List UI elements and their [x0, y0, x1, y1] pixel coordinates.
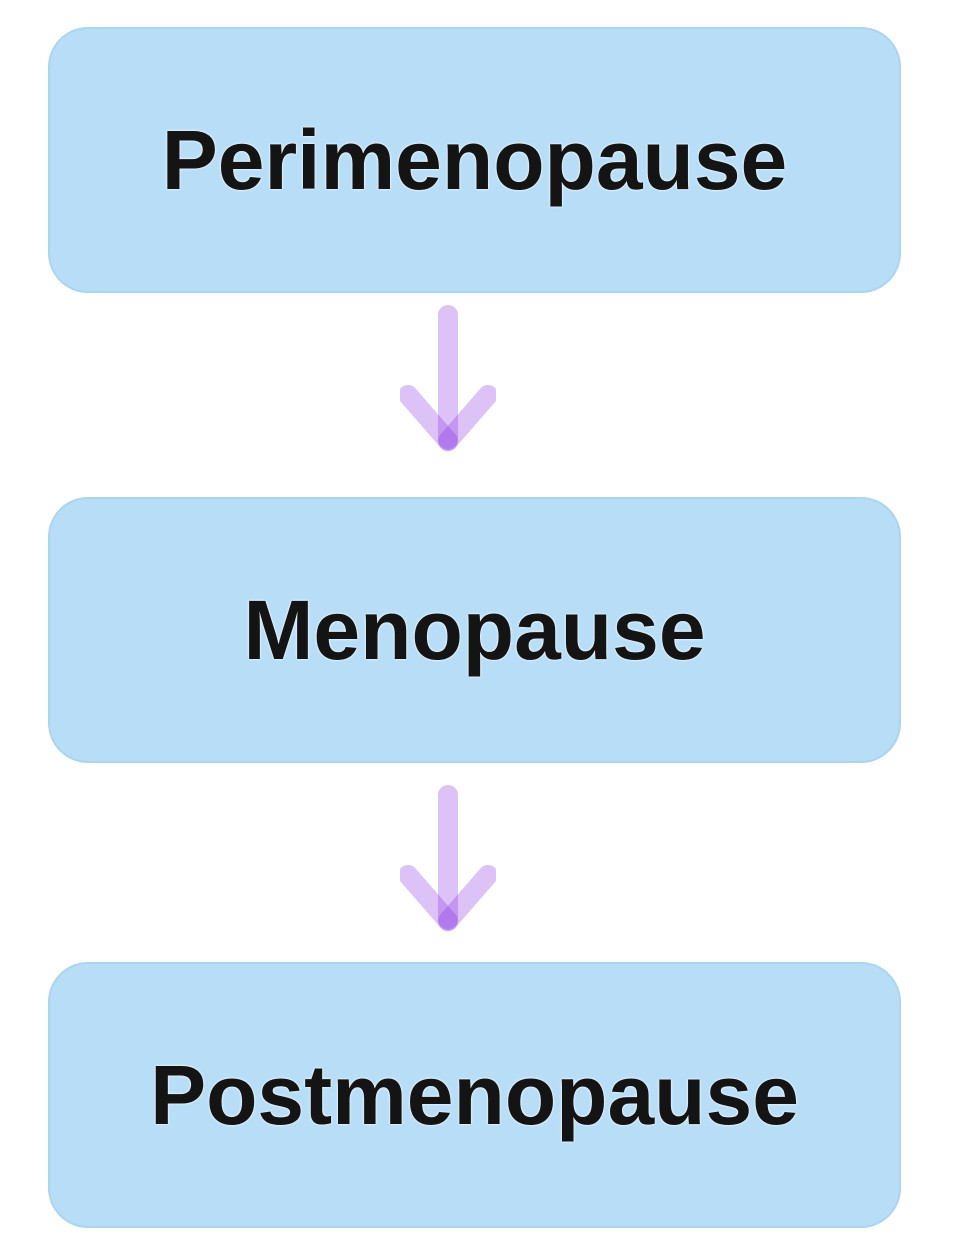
stage-box-menopause: Menopause	[48, 497, 901, 763]
stage-label-menopause: Menopause	[243, 582, 706, 677]
stage-box-postmenopause: Postmenopause	[48, 962, 901, 1228]
stage-label-postmenopause: Postmenopause	[150, 1047, 799, 1142]
stage-label-perimenopause: Perimenopause	[161, 112, 788, 207]
stage-box-perimenopause: Perimenopause	[48, 27, 901, 293]
down-arrow-icon	[400, 305, 496, 451]
down-arrow-icon	[400, 785, 496, 931]
